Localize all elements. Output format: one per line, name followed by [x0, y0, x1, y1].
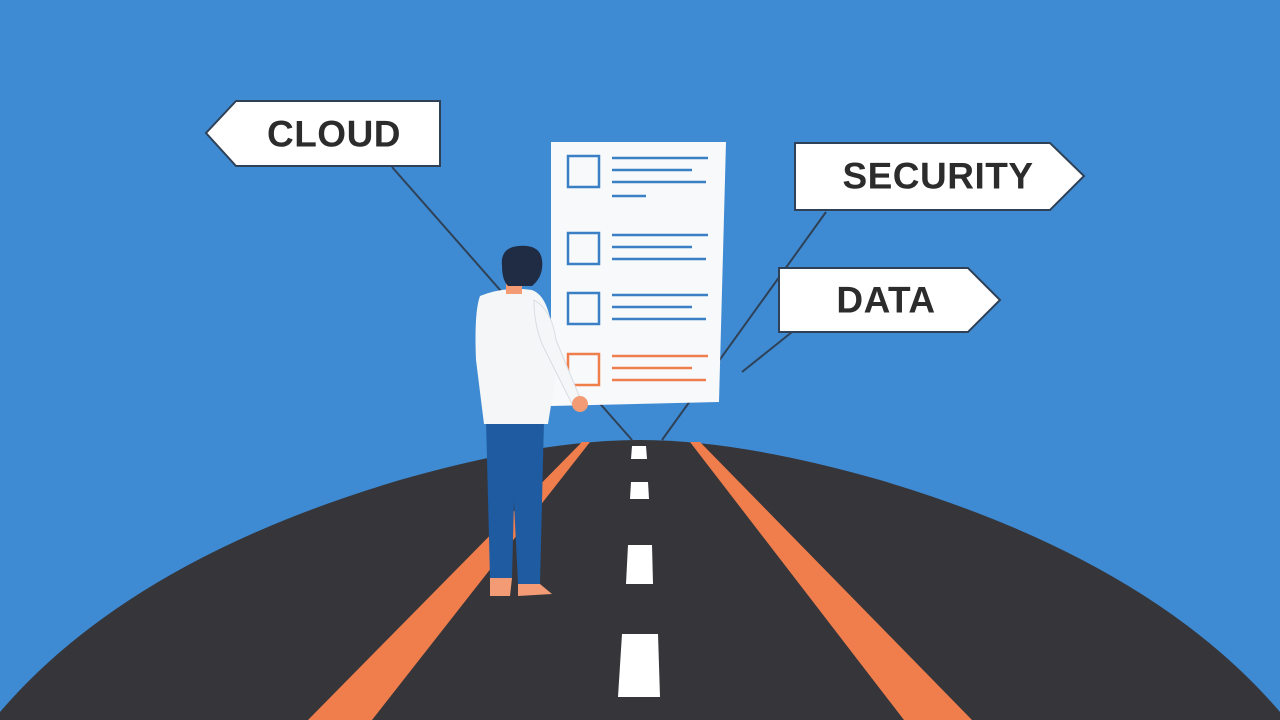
cloud-sign: CLOUD: [204, 100, 441, 167]
checklist-rows: [566, 154, 708, 387]
security-sign-label: SECURITY: [842, 156, 1033, 197]
data-sign-label: DATA: [836, 280, 935, 321]
person-right-shoe: [518, 584, 552, 596]
data-sign-board: [778, 267, 1002, 333]
person-shirt: [475, 288, 558, 424]
checklist-checkbox: [566, 154, 601, 189]
cloud-sign-label: CLOUD: [267, 114, 401, 155]
checklist-checkbox: [566, 231, 601, 266]
security-sign-board: [794, 142, 1086, 211]
checklist-item: [566, 352, 708, 387]
checklist-item: [566, 291, 708, 326]
center-dash: [630, 482, 649, 499]
center-dash: [626, 545, 653, 584]
security-sign: SECURITY: [794, 142, 1086, 211]
checklist-board: [551, 142, 726, 406]
person: [475, 245, 588, 596]
road-edge-line-right: [690, 442, 972, 720]
person-left-shoe: [490, 578, 512, 596]
checklist-item: [566, 154, 708, 198]
data-sign-pointer-line: [741, 331, 793, 373]
checklist-item: [566, 231, 708, 266]
checklist-checkbox: [566, 291, 601, 326]
center-dash: [618, 634, 660, 697]
person-hand: [572, 396, 588, 412]
checklist-paper: [551, 142, 726, 406]
center-dash: [631, 446, 647, 459]
person-right-leg: [510, 420, 544, 584]
cloud-sign-board: [204, 100, 441, 167]
data-sign: DATA: [778, 267, 1002, 333]
person-left-leg: [486, 420, 516, 578]
person-hair: [501, 245, 543, 286]
